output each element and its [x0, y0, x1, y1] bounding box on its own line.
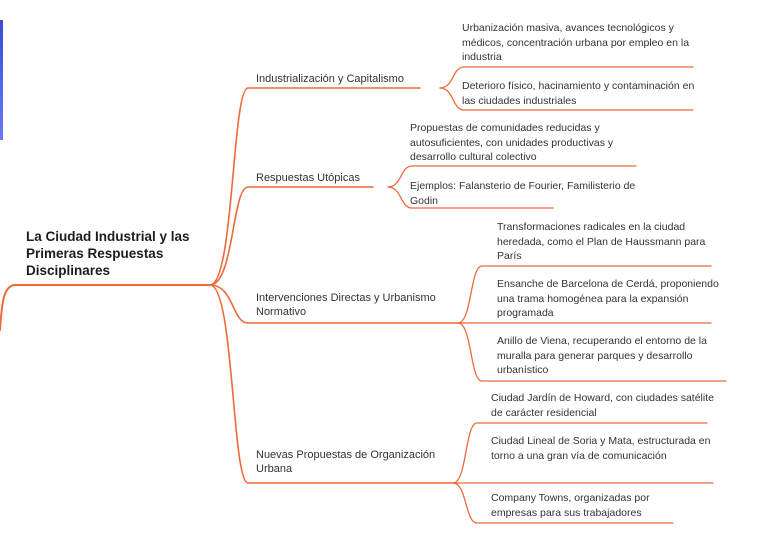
branch-intervenciones-directas[interactable]: Intervenciones Directas y Urbanismo Norm… — [256, 292, 436, 318]
connector-line-14 — [452, 482, 674, 524]
branch-industrializacion[interactable]: Industrialización y Capitalismo — [256, 73, 404, 85]
connector-line-4 — [209, 186, 374, 286]
leaf-ciudad-lineal[interactable]: Ciudad Lineal de Soria y Mata, estructur… — [491, 435, 711, 462]
connector-line-12 — [452, 422, 708, 484]
connector-line-7 — [209, 284, 459, 324]
leaf-anillo-viena[interactable]: Anillo de Viena, recuperando el entorno … — [497, 335, 707, 376]
connector-line-2 — [439, 66, 694, 89]
branch-respuestas-utopicas[interactable]: Respuestas Utópicas — [256, 172, 360, 184]
left-accent-bar — [0, 20, 3, 140]
leaf-comunidades-reducidas[interactable]: Propuestas de comunidades reducidas y au… — [410, 122, 614, 163]
connector-line-5 — [387, 165, 637, 188]
leaf-company-towns[interactable]: Company Towns, organizadas por empresas … — [491, 492, 650, 519]
connector-line-8 — [457, 265, 712, 324]
connector-line-1 — [209, 87, 421, 286]
connector-line-0 — [0, 284, 211, 331]
connector-line-11 — [209, 284, 454, 484]
branch-nuevas-propuestas[interactable]: Nuevas Propuestas de Organización Urbana — [256, 449, 436, 475]
leaf-urbanizacion-masiva[interactable]: Urbanización masiva, avances tecnológico… — [462, 22, 690, 63]
leaf-deterioro-fisico[interactable]: Deterioro físico, hacinamiento y contami… — [462, 80, 695, 107]
root-node[interactable]: La Ciudad Industrial y las Primeras Resp… — [26, 229, 190, 278]
leaf-ejemplos-falansterio[interactable]: Ejemplos: Falansterio de Fourier, Famili… — [410, 180, 636, 207]
connector-line-10 — [457, 322, 727, 382]
leaf-cerda[interactable]: Ensanche de Barcelona de Cerdá, proponie… — [497, 278, 719, 319]
leaf-ciudad-jardin[interactable]: Ciudad Jardín de Howard, con ciudades sa… — [491, 392, 714, 419]
leaf-haussmann[interactable]: Transformaciones radicales en la ciudad … — [497, 221, 706, 262]
connector-line-3 — [439, 87, 694, 111]
connector-line-6 — [387, 186, 554, 209]
